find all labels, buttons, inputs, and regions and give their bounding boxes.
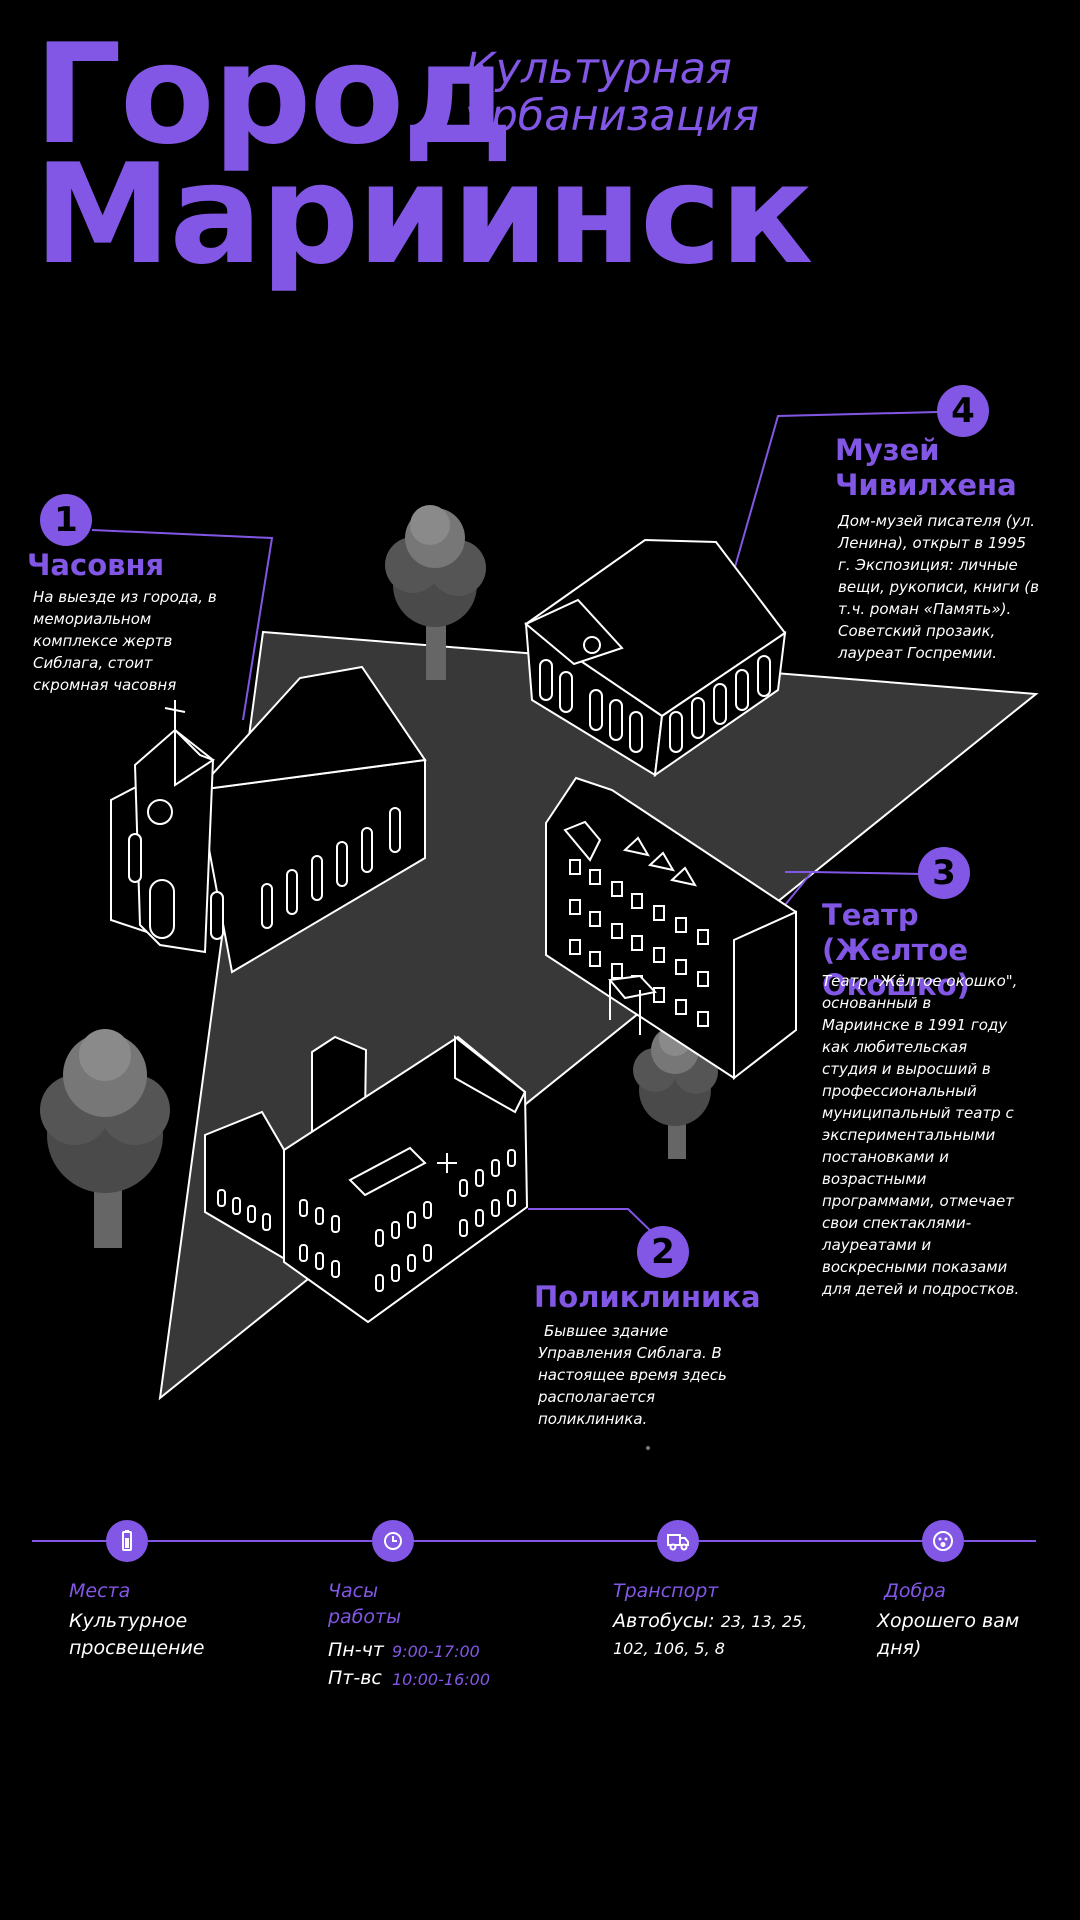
clock-icon [372,1520,414,1562]
footer-transport-value: Автобусы: 23, 13, 25, 102, 106, 5, 8 [613,1608,843,1662]
footer-places-label: Места [69,1580,131,1602]
footer-transport-prefix: Автобусы: [613,1610,715,1632]
footer-hours-label: Часы работы [328,1580,402,1628]
footer-transport-label: Транспорт [613,1580,719,1602]
footer-kindness-label: Добра [884,1580,946,1602]
page-title-line-2: Мариинск [34,134,813,295]
footer-hours-time-2: 10:00-16:00 [392,1670,490,1689]
place-4-name: Музей Чивилхена [835,433,1017,502]
tree-3 [633,1024,718,1159]
polyclinic-building [204,1034,650,1450]
chapel-building [110,665,427,974]
place-3-name: Театр (Желтое Окошко) [822,898,970,1002]
tree-2 [40,1029,170,1248]
place-4-description: Дом-музей писателя (ул. Ленина), открыт … [838,512,1039,662]
theatre-building [545,776,798,1081]
footer-hours-time-1: 9:00-17:00 [392,1642,480,1661]
tree-1 [385,505,486,680]
footer-hours-days-1: Пн-чт [328,1639,384,1661]
place-1-description: На выезде из города, в мемориальном комп… [33,588,217,694]
page-title-line-1: Город [34,14,514,175]
place-2-description: Бывшее здание Управления Сиблага. В наст… [538,1322,727,1428]
footer-kindness-value: Хорошего вам дня) [877,1610,1020,1659]
place-2-badge: 2 [637,1226,689,1278]
leader-line-1 [91,529,274,721]
truck-icon [657,1520,699,1562]
subtitle-line-1: Культурная [465,44,732,94]
place-1-name: Часовня [27,548,165,582]
battery-icon [106,1520,148,1562]
subtitle-line-2: урбанизация [465,91,759,141]
leader-line-3b [784,871,813,906]
place-4-badge: 4 [937,385,989,437]
footer-transport-routes: 23, 13, 25, 102, 106, 5, 8 [613,1612,808,1658]
place-1-badge: 1 [40,494,92,546]
place-3-badge: 3 [918,847,970,899]
smiley-icon [922,1520,964,1562]
place-3-description: Театр "Жёлтое окошко", основанный в Мари… [822,972,1020,1298]
leader-line-4 [732,411,938,575]
footer-hours-days-2: Пт-вс [328,1667,382,1689]
museum-building [524,538,787,778]
place-2-name: Поликлиника [534,1280,761,1314]
footer-places-value: Культурное просвещение [69,1610,205,1659]
leader-line-2 [528,1208,661,1241]
